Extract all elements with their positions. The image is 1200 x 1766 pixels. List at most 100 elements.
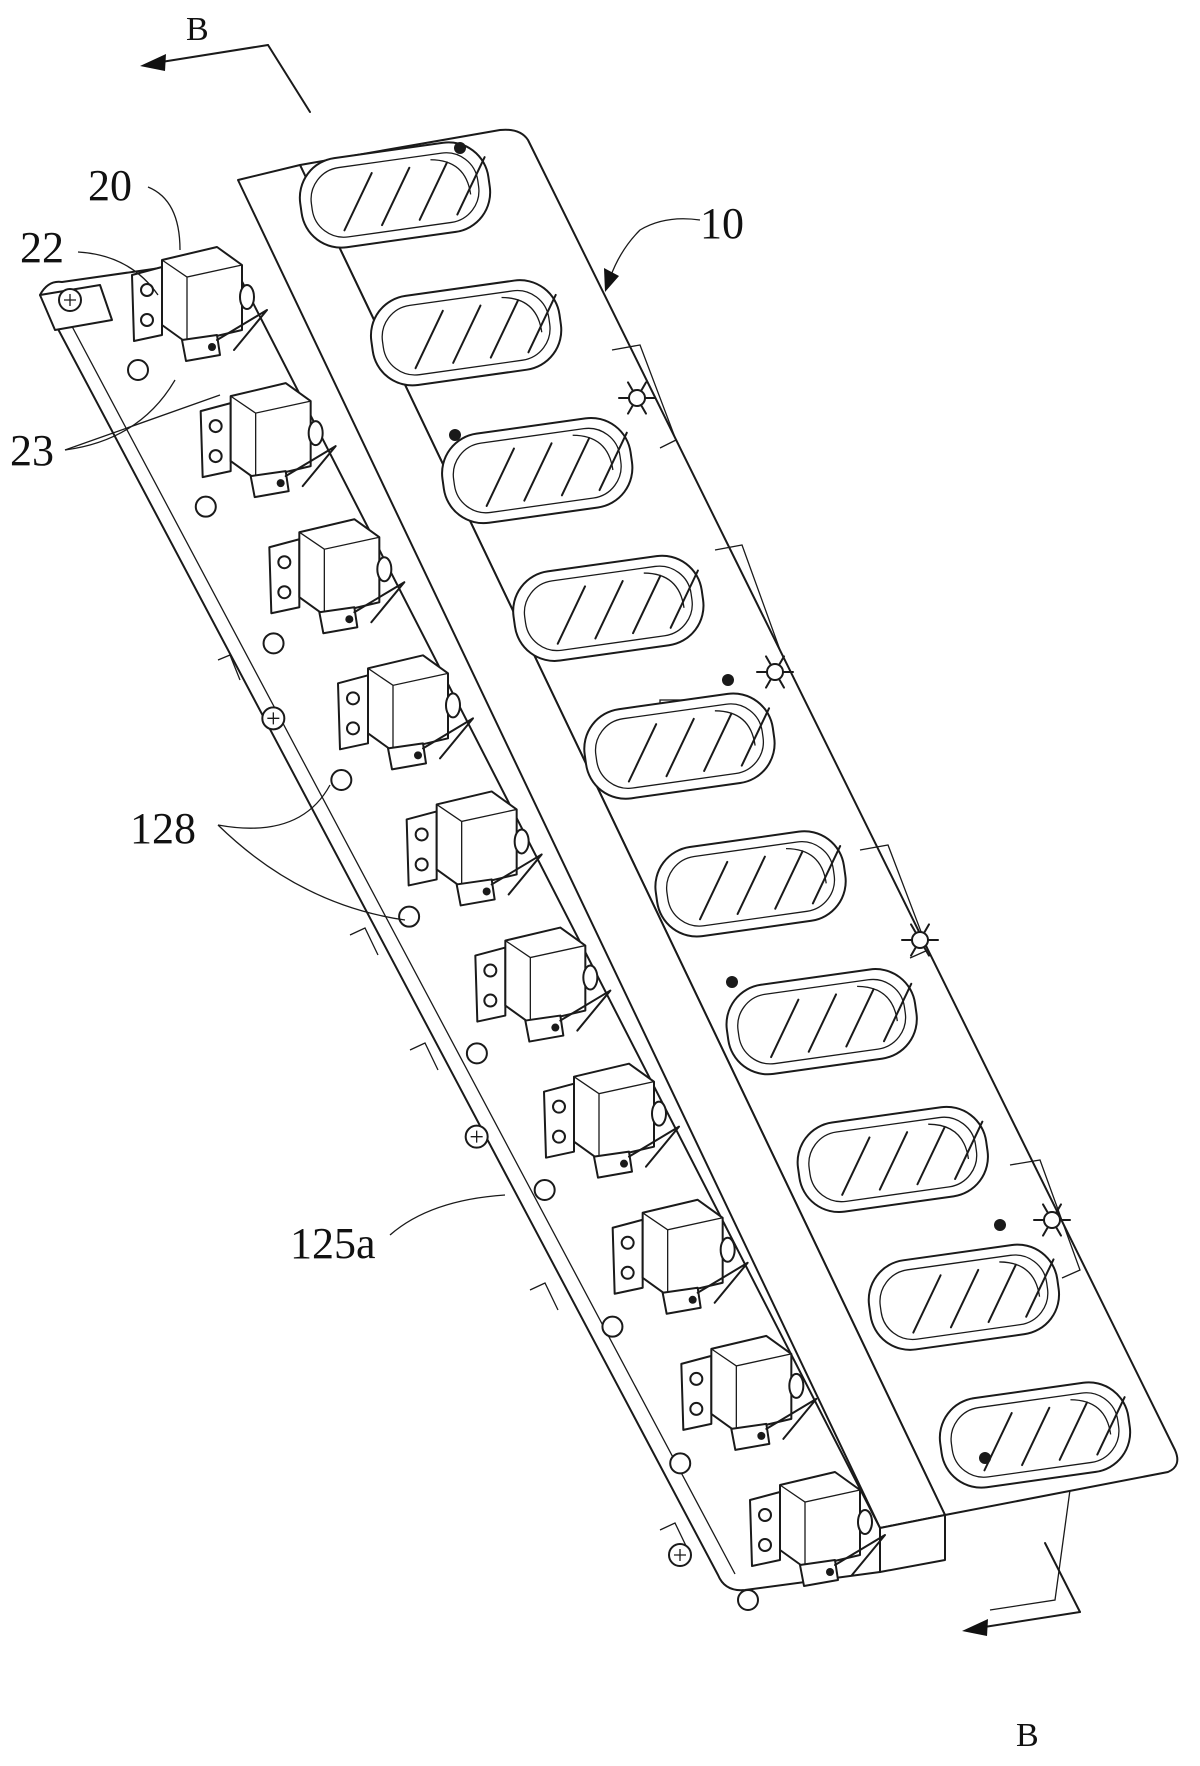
glass-hatch — [523, 442, 553, 502]
window-outer — [369, 279, 563, 387]
panel-screw-cross — [674, 1549, 686, 1561]
panel-inner-edge — [57, 299, 736, 1575]
switch-screw — [689, 1401, 704, 1416]
glass-hatch — [665, 717, 695, 778]
switch-lever-23 — [628, 1125, 680, 1168]
glass-highlight — [857, 985, 898, 1022]
switch-unit-20 — [199, 382, 337, 499]
window-slot — [583, 692, 776, 800]
switch-knob — [445, 692, 461, 719]
window-inner — [381, 289, 551, 376]
switch-knob — [857, 1509, 873, 1535]
glass-hatch — [703, 712, 733, 772]
switch-unit-20 — [680, 1334, 818, 1451]
flange-tab — [1009, 1159, 1081, 1279]
glass-highlight — [643, 572, 685, 608]
glass-hatch — [841, 1136, 871, 1196]
panel-screw-cross — [267, 712, 280, 725]
glass-hatch — [811, 845, 842, 905]
switch-body-22 — [367, 654, 449, 753]
switch-bracket — [268, 538, 301, 615]
screw — [454, 142, 466, 154]
switch-terminal-23 — [593, 1150, 633, 1179]
panel-notch — [217, 654, 241, 681]
window-slot — [654, 830, 847, 938]
switch-lever-23 — [834, 1534, 886, 1576]
label-20: 20 — [88, 161, 132, 210]
glass-hatch — [527, 293, 557, 354]
switch-body-22 — [298, 518, 381, 617]
switch-terminal-23 — [249, 470, 290, 499]
glass-hatch — [916, 1125, 946, 1186]
switch-body-edges — [161, 259, 243, 343]
window-outer — [583, 692, 776, 800]
switch-body-edges — [710, 1348, 792, 1432]
screw — [994, 1219, 1006, 1231]
section-arrow-shaft-top — [154, 44, 269, 64]
section-arrowhead-bottom — [962, 1619, 988, 1636]
terminal-rivet — [688, 1295, 697, 1304]
switch-terminal-23 — [799, 1559, 839, 1587]
hole-128 — [669, 1452, 692, 1475]
switch-screw — [758, 1538, 772, 1552]
switch-terminal-23 — [730, 1422, 771, 1451]
switch-knob — [307, 420, 324, 447]
switch-terminal-23 — [661, 1286, 702, 1315]
switch-bracket — [337, 674, 369, 751]
glass-hatch — [845, 988, 875, 1048]
glass-hatch — [770, 998, 800, 1059]
window-slot — [441, 416, 634, 525]
switch-terminal-23 — [387, 742, 427, 771]
panel-screw-cross — [64, 294, 76, 306]
switch-unit-20 — [611, 1198, 749, 1315]
leader-10 — [609, 218, 701, 279]
switch-body-22 — [504, 926, 587, 1025]
switch-body-22 — [779, 1471, 861, 1569]
label-22: 22 — [20, 223, 64, 272]
switch-bracket — [131, 266, 163, 342]
glass-highlight — [714, 710, 756, 746]
switch-lever-23 — [559, 989, 612, 1032]
glass-hatch — [556, 585, 587, 645]
hole-128 — [601, 1315, 624, 1338]
terminal-rivet — [414, 751, 422, 760]
glass-hatch — [878, 1131, 909, 1191]
switch-bracket — [611, 1218, 644, 1295]
switch-lever-23 — [696, 1261, 749, 1304]
hole-128 — [330, 769, 353, 791]
switch-terminal-23 — [524, 1014, 565, 1043]
screw — [979, 1452, 991, 1464]
glass-hatch — [1025, 1258, 1055, 1318]
star-hub — [1043, 1211, 1061, 1229]
switch-screw — [277, 555, 292, 570]
hole-128 — [127, 359, 149, 381]
switch-knob — [513, 828, 530, 855]
leader-20 — [147, 186, 181, 251]
switch-knob — [239, 284, 255, 310]
star-hub — [911, 931, 929, 949]
glass-hatch — [627, 723, 658, 783]
star-fastener — [618, 381, 656, 415]
window-inner — [665, 841, 836, 927]
glass-highlight — [572, 434, 614, 471]
glass-hatch — [1096, 1396, 1126, 1456]
window-slot — [867, 1243, 1061, 1351]
switch-screw — [620, 1235, 635, 1250]
switch-body-22 — [573, 1062, 655, 1161]
switch-bracket — [474, 946, 507, 1023]
glass-hatch — [949, 1268, 980, 1329]
switch-body-edges — [504, 940, 586, 1024]
window-inner — [310, 152, 480, 238]
switch-knob — [651, 1100, 667, 1127]
window-outer — [298, 141, 492, 249]
window-inner — [452, 427, 622, 514]
window-slot — [369, 279, 563, 387]
star-fastener — [901, 923, 939, 957]
glass-highlight — [430, 159, 472, 195]
switch-screw — [208, 449, 223, 464]
switch-screw — [689, 1371, 704, 1386]
switch-terminal-23 — [455, 878, 496, 907]
glass-hatch — [560, 437, 591, 497]
